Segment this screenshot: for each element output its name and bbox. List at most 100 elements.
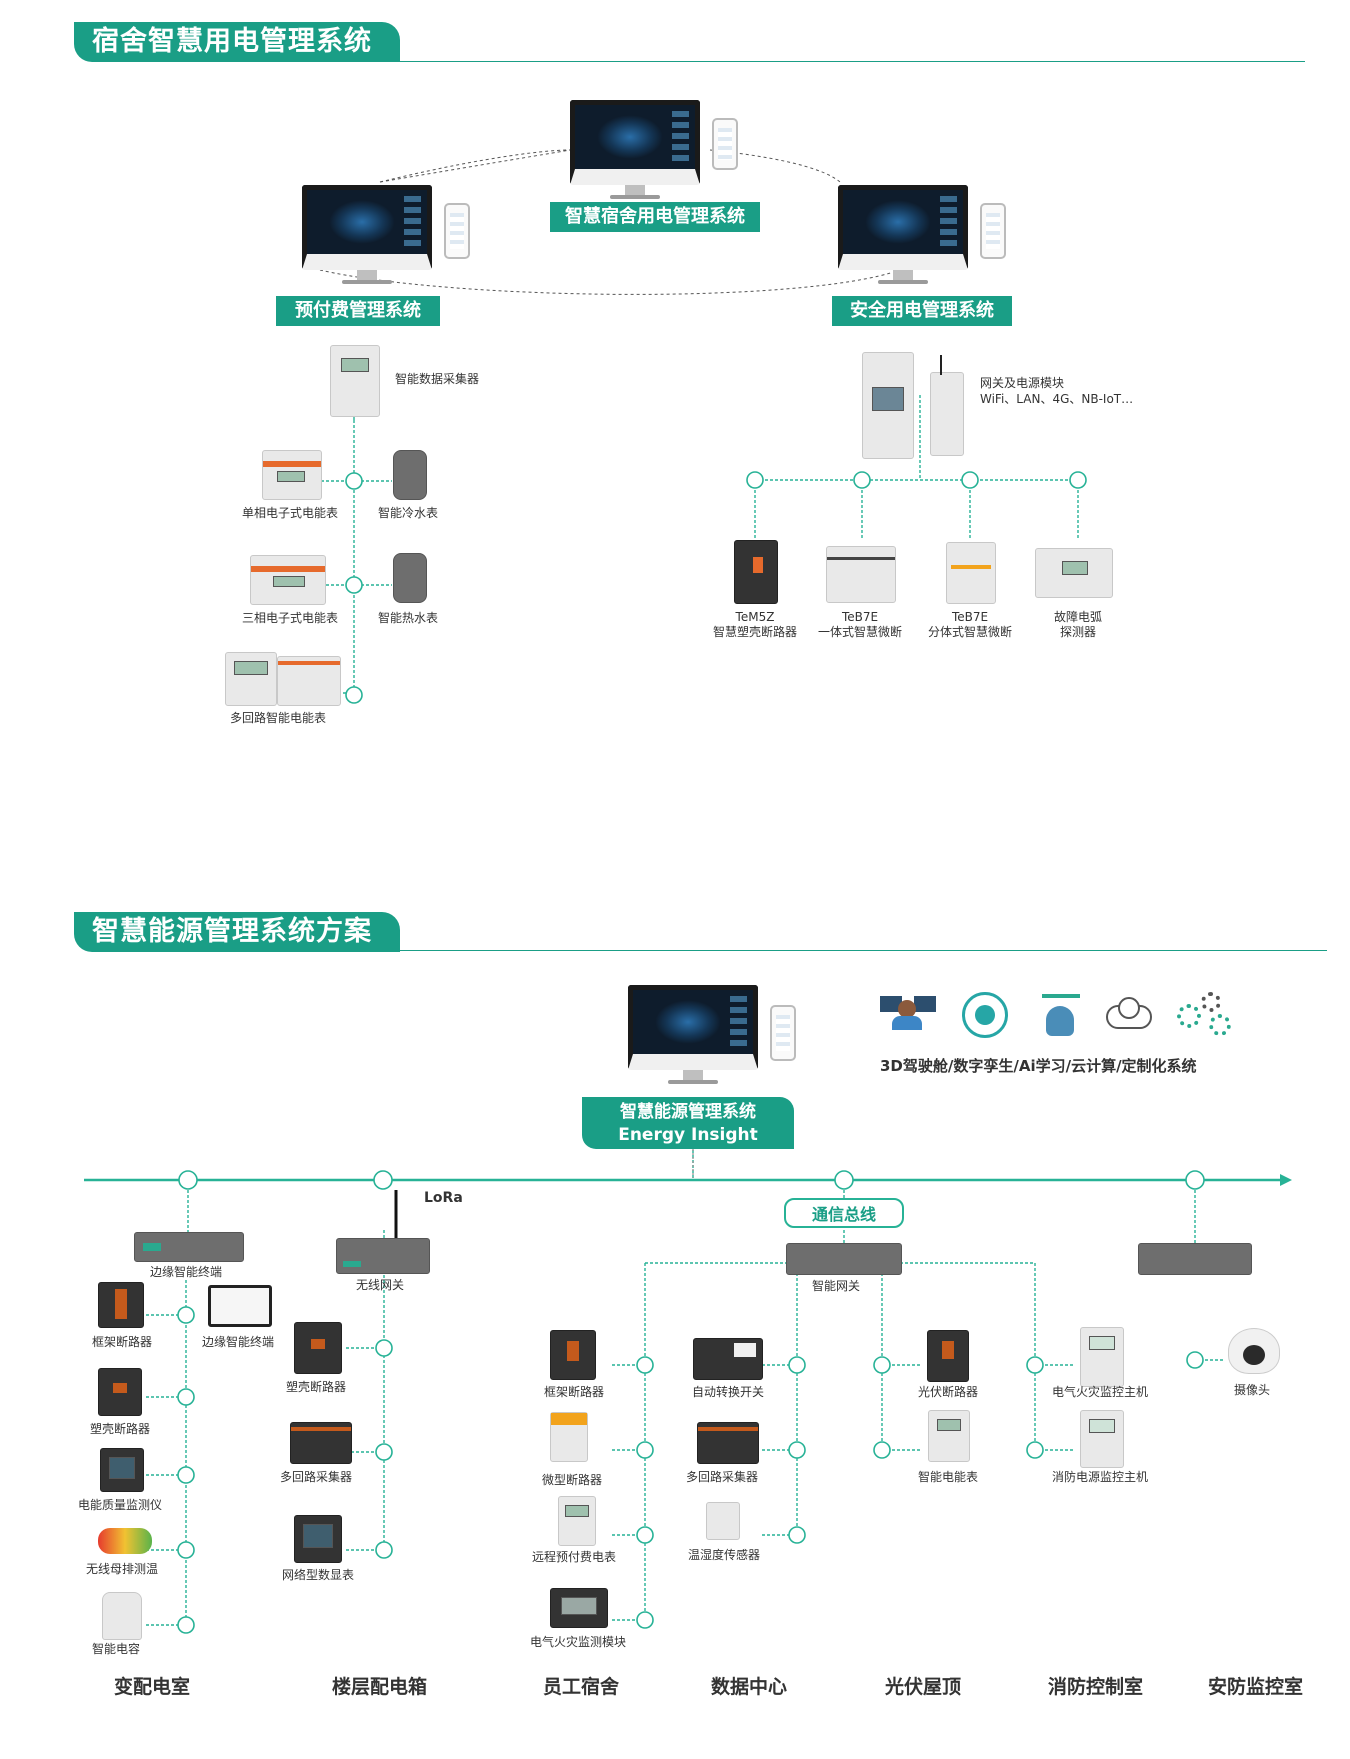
zone-substation: 变配电室 [114, 1676, 191, 1698]
network-display-meter-label: 网络型数显表 [282, 1568, 355, 1582]
section2-title: 智慧能源管理系统方案 [74, 912, 400, 952]
features-text: 3D驾驶舱/数字孪生/Ai学习/云计算/定制化系统 [880, 1057, 1197, 1075]
power-quality-label: 电能质量监测仪 [78, 1498, 163, 1512]
teb7e-split-device [946, 542, 996, 604]
tem5z-label-line1: TeM5Z [735, 610, 775, 624]
3d-cockpit-icon [878, 990, 938, 1030]
miniature-breaker-label: 微型断路器 [542, 1473, 603, 1487]
center-monitor [570, 100, 700, 199]
busbar-temp-label: 无线母排测温 [86, 1562, 159, 1576]
energy-monitor [628, 985, 758, 1084]
left-system-tag: 预付费管理系统 [276, 296, 440, 326]
pv-breaker-label: 光伏断路器 [918, 1385, 979, 1399]
wireless-gateway-device [336, 1238, 430, 1274]
frame-breaker-label-b: 框架断路器 [544, 1385, 605, 1399]
energy-system-name: 智慧能源管理系统 [620, 1102, 756, 1122]
section1-rule [380, 61, 1305, 62]
ats-label: 自动转换开关 [692, 1385, 765, 1399]
hot-water-meter-label: 智能热水表 [378, 611, 439, 625]
cloud-computing-icon [1100, 995, 1158, 1035]
center-system-tag: 智慧宿舍用电管理系统 [550, 202, 760, 232]
gateway-label-line1: 网关及电源模块 [980, 376, 1065, 390]
ellipse-top-left [379, 149, 571, 183]
fire-alarm-host-device [1080, 1327, 1124, 1387]
right-system-tag: 安全用电管理系统 [832, 296, 1012, 326]
frame-breaker-label-a: 框架断路器 [92, 1335, 153, 1349]
network-display-meter-device [294, 1515, 342, 1563]
data-collector-device [330, 345, 380, 417]
multi-loop-collector-label-a: 多回路采集器 [280, 1470, 353, 1484]
arc-fault-detector-device [1035, 548, 1113, 598]
data-collector-label: 智能数据采集器 [395, 372, 480, 386]
camera-label: 摄像头 [1234, 1383, 1271, 1397]
comm-bus-label: 通信总线 [784, 1198, 904, 1228]
power-module-device [930, 372, 964, 456]
temp-humidity-sensor-device [706, 1502, 740, 1540]
zone-datacenter: 数据中心 [711, 1676, 788, 1698]
smart-gateway-device [786, 1243, 902, 1275]
fire-power-host-label: 消防电源监控主机 [1052, 1470, 1149, 1484]
cold-water-meter-device [393, 450, 427, 500]
single-phase-meter-device [262, 450, 322, 500]
zone-dorm: 员工宿舍 [543, 1676, 620, 1698]
remote-prepaid-meter-label: 远程预付费电表 [532, 1550, 617, 1564]
multi-loop-meter-device-b [277, 656, 341, 706]
frame-breaker-device-a [98, 1282, 144, 1328]
temp-humidity-sensor-label: 温湿度传感器 [688, 1548, 761, 1562]
three-phase-meter-label: 三相电子式电能表 [242, 611, 339, 625]
multi-loop-collector-device-b [697, 1422, 759, 1464]
ellipse-bottom [319, 269, 901, 295]
busbar-temp-device [98, 1528, 152, 1554]
zone-pv-roof: 光伏屋顶 [885, 1676, 962, 1698]
ai-learning-icon [1038, 992, 1084, 1040]
single-phase-meter-label: 单相电子式电能表 [242, 506, 339, 520]
smart-gateway-label: 智能网关 [812, 1279, 861, 1293]
multi-loop-collector-label-b: 多回路采集器 [686, 1470, 759, 1484]
molded-breaker-label-a: 塑壳断路器 [90, 1422, 151, 1436]
edge-terminal-screen-device [208, 1285, 272, 1327]
arc-fault-label-line1: 故障电弧 [1053, 610, 1102, 624]
frame-breaker-device-b [550, 1330, 596, 1380]
miniature-breaker-device [550, 1412, 588, 1462]
teb7e-integrated-label-line2: 一体式智慧微断 [817, 625, 902, 639]
wireless-gateway-label: 无线网关 [356, 1278, 405, 1292]
edge-terminal-label: 边缘智能终端 [150, 1265, 223, 1279]
fire-power-host-device [1080, 1410, 1124, 1468]
gateway-module-device [862, 352, 914, 459]
security-gateway-device [1138, 1243, 1252, 1275]
multi-loop-collector-device-a [290, 1422, 352, 1464]
arc-fault-label-line2: 探测器 [1059, 625, 1096, 639]
molded-breaker-device-a [98, 1368, 142, 1416]
edge-terminal-screen-label: 边缘智能终端 [202, 1335, 275, 1349]
right-phone [980, 203, 1006, 259]
molded-breaker-label-b: 塑壳断路器 [286, 1380, 347, 1394]
molded-breaker-device-b [294, 1322, 342, 1374]
camera-icon [1228, 1328, 1280, 1374]
energy-phone [770, 1005, 796, 1061]
energy-system-name-en: Energy Insight [618, 1125, 758, 1145]
cold-water-meter-label: 智能冷水表 [378, 506, 439, 520]
left-monitor [302, 185, 432, 284]
section1-title: 宿舍智慧用电管理系统 [74, 22, 400, 62]
fire-monitor-module-device [550, 1588, 608, 1628]
zone-floor-box: 楼层配电箱 [332, 1676, 428, 1698]
smart-meter-device [928, 1410, 970, 1462]
tem5z-device [734, 540, 778, 604]
energy-system-box: 智慧能源管理系统 Energy Insight [582, 1097, 794, 1149]
gateway-label-line2: WiFi、LAN、4G、NB-IoT… [980, 392, 1134, 406]
section2-rule [382, 950, 1327, 951]
digital-twin-icon [962, 992, 1008, 1038]
three-phase-meter-device [250, 555, 326, 605]
ats-device [693, 1338, 763, 1380]
teb7e-integrated-device [826, 546, 896, 603]
gateway-antenna [940, 355, 942, 375]
right-monitor [838, 185, 968, 284]
lora-label: LoRa [424, 1190, 463, 1206]
remote-prepaid-meter-device [558, 1496, 596, 1546]
zone-security: 安防监控室 [1208, 1676, 1304, 1698]
smart-meter-label: 智能电能表 [918, 1470, 979, 1484]
power-quality-device [100, 1448, 144, 1492]
teb7e-split-label-line1: TeB7E [951, 610, 989, 624]
customization-icon [1175, 990, 1237, 1038]
